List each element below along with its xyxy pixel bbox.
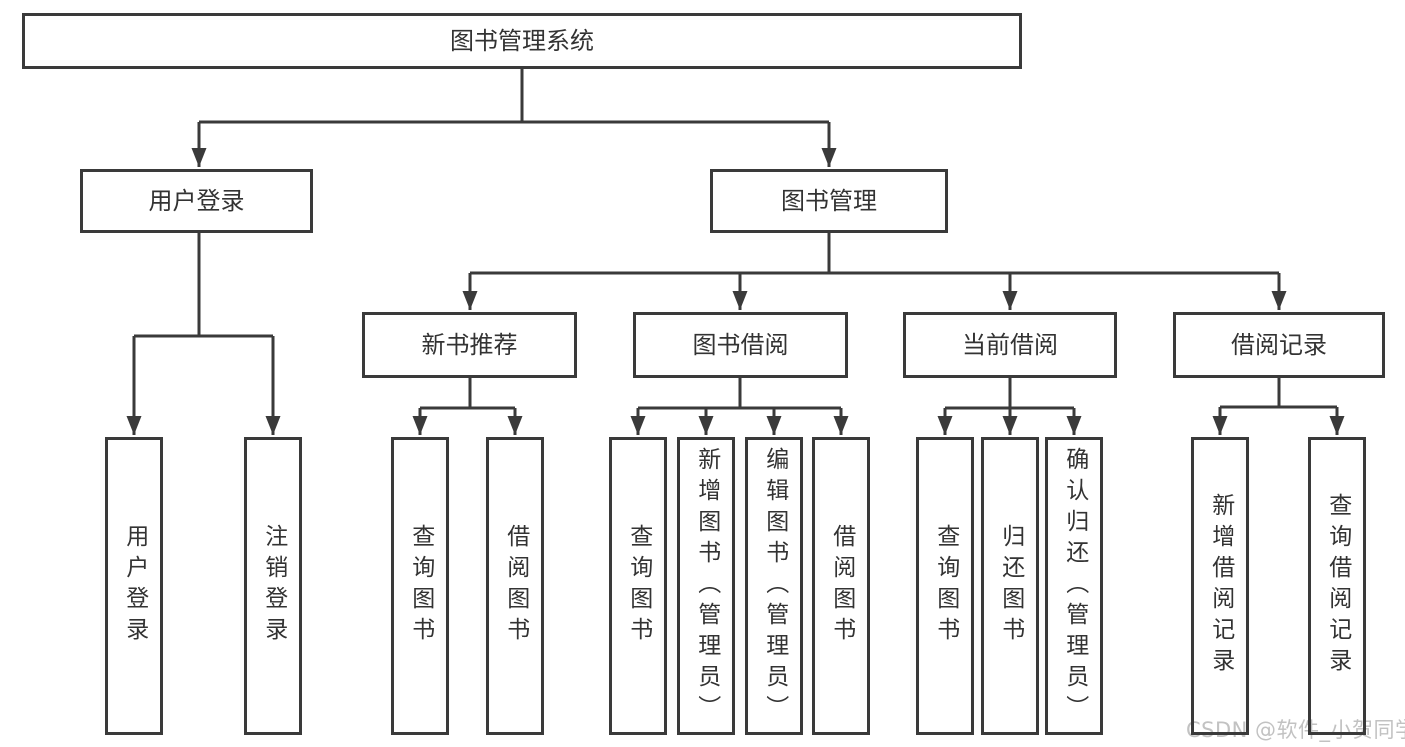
edge-bookmgmt-trunk bbox=[470, 233, 1279, 275]
leaf-user-login: 用户登录 bbox=[105, 437, 163, 735]
edge-root-trunk bbox=[199, 69, 829, 124]
leaf-bb-edit-book-admin: 编辑图书（管理员） bbox=[745, 437, 803, 735]
leaf-nb-borrow-book: 借阅图书 bbox=[486, 437, 544, 735]
leaf-cb-query-book: 查询图书 bbox=[916, 437, 974, 735]
leaf-bb-borrow-book: 借阅图书 bbox=[812, 437, 870, 735]
node-new-book-rec: 新书推荐 bbox=[362, 312, 577, 378]
leaf-nb-query-book: 查询图书 bbox=[391, 437, 449, 735]
node-book-mgmt: 图书管理 bbox=[710, 169, 948, 233]
leaf-logout: 注销登录 bbox=[244, 437, 302, 735]
leaf-bb-query-book: 查询图书 bbox=[609, 437, 667, 735]
leaf-br-add-record: 新增借阅记录 bbox=[1191, 437, 1249, 735]
edge-current-trunk bbox=[945, 378, 1074, 410]
node-root: 图书管理系统 bbox=[22, 13, 1022, 69]
leaf-bb-add-book-admin: 新增图书（管理员） bbox=[677, 437, 735, 735]
edge-borrow-trunk bbox=[638, 378, 841, 410]
node-book-borrow: 图书借阅 bbox=[633, 312, 848, 378]
edge-userlogin-trunk bbox=[134, 233, 273, 338]
leaf-cb-return-book: 归还图书 bbox=[981, 437, 1039, 735]
edge-newbook-trunk bbox=[420, 378, 515, 410]
leaf-br-query-record: 查询借阅记录 bbox=[1308, 437, 1366, 735]
watermark: CSDN @软件_小贺同学 bbox=[1186, 718, 1405, 742]
edge-records-trunk bbox=[1220, 378, 1337, 409]
node-borrow-records: 借阅记录 bbox=[1173, 312, 1385, 378]
node-current-borrow: 当前借阅 bbox=[903, 312, 1117, 378]
node-user-login: 用户登录 bbox=[80, 169, 313, 233]
leaf-cb-confirm-return-admin: 确认归还（管理员） bbox=[1045, 437, 1103, 735]
